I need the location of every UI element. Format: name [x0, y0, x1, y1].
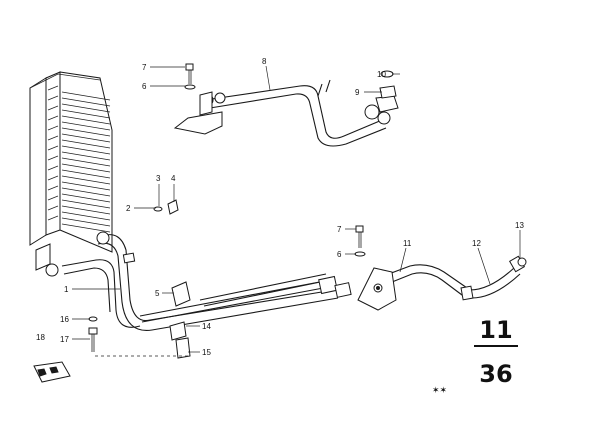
callout-11: 11	[403, 239, 412, 248]
callout-1: 1	[64, 285, 69, 294]
callout-7-top: 7	[142, 63, 147, 72]
oil-cooler-core	[29, 71, 113, 271]
footer-mark: ✶✶	[432, 386, 447, 396]
callout-8: 8	[262, 57, 267, 66]
upper-pipe-assembly	[173, 79, 399, 147]
callout-14: 14	[202, 322, 211, 331]
washer-lower	[354, 251, 366, 257]
washer-top	[184, 84, 196, 90]
callout-17: 17	[60, 335, 69, 344]
callout-9: 9	[355, 88, 360, 97]
callout-15: 15	[202, 348, 211, 357]
clamp-5	[171, 281, 191, 307]
callout-numbers: 7 6 8 10 9 3 4 2 7 6 11 12 13 1 5 16 17 …	[36, 57, 524, 357]
leader-lines	[72, 65, 521, 353]
group-number: 11 36	[474, 316, 518, 388]
nut-9	[379, 85, 397, 99]
group-number-bottom: 36	[479, 360, 512, 388]
bolt-lower	[355, 225, 364, 248]
callout-10: 10	[377, 70, 386, 79]
callout-13: 13	[515, 221, 524, 230]
hose-bracket-11	[357, 267, 397, 311]
lower-hose-assembly	[45, 231, 527, 331]
callout-2: 2	[126, 204, 131, 213]
bolt-16-17	[88, 316, 98, 352]
clamp-14-15	[169, 321, 191, 359]
callout-16: 16	[60, 315, 69, 324]
clip-2-3-4	[153, 199, 179, 215]
bolt-top	[185, 63, 194, 84]
callout-6-top: 6	[142, 82, 147, 91]
callout-7-lower: 7	[337, 225, 342, 234]
callout-4: 4	[171, 174, 176, 183]
callout-5: 5	[155, 289, 160, 298]
cooler-fins	[47, 85, 111, 233]
part-18-kit	[33, 361, 71, 383]
callout-3: 3	[156, 174, 161, 183]
callout-12: 12	[472, 239, 481, 248]
callout-6-lower: 6	[337, 250, 342, 259]
group-number-top: 11	[479, 316, 512, 344]
callout-18: 18	[36, 333, 45, 342]
